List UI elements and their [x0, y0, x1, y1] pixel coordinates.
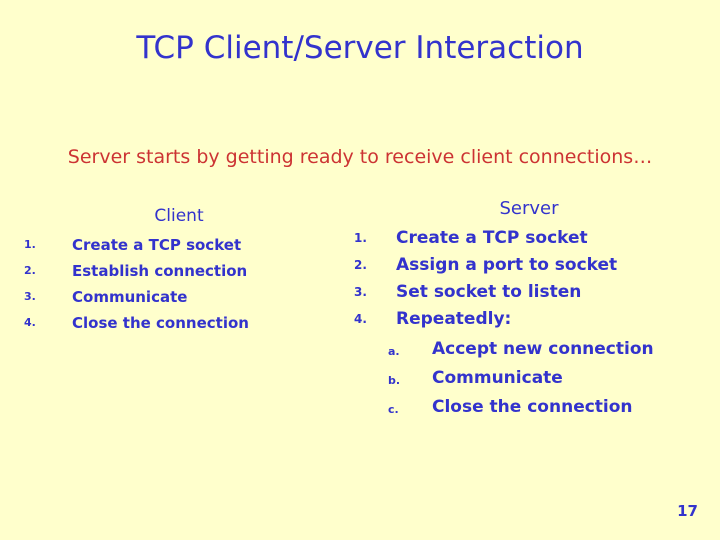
client-column: Client 1. Create a TCP socket 2. Establi… — [14, 206, 344, 336]
server-substep-wrapper: a. Accept new connection b. Communicate … — [382, 335, 714, 422]
list-item-label: Close the connection — [72, 314, 249, 332]
server-substep-list: a. Accept new connection b. Communicate … — [382, 335, 714, 422]
list-item-label: Repeatedly: — [396, 309, 512, 329]
list-item: a. Accept new connection — [382, 335, 714, 364]
list-item-number: 2. — [354, 258, 367, 272]
list-item-number: 4. — [24, 316, 36, 329]
list-item-number: 1. — [354, 231, 367, 245]
server-step-list: 1. Create a TCP socket 2. Assign a port … — [344, 225, 714, 333]
server-heading: Server — [499, 198, 559, 219]
list-item: 3. Set socket to listen — [344, 279, 714, 306]
list-item-number: 4. — [354, 312, 367, 326]
list-item: 4. Repeatedly: — [344, 306, 714, 333]
list-item: 2. Establish connection — [14, 258, 344, 284]
list-item-label: Create a TCP socket — [72, 236, 242, 254]
list-item-number: 1. — [24, 238, 36, 251]
page-number: 17 — [677, 502, 698, 520]
list-item-number: c. — [388, 403, 399, 416]
list-item-number: 3. — [24, 290, 36, 303]
server-column: Server 1. Create a TCP socket 2. Assign … — [344, 198, 714, 422]
client-heading: Client — [154, 206, 204, 226]
list-item-label: Establish connection — [72, 262, 248, 280]
page-title: TCP Client/Server Interaction — [136, 30, 584, 66]
list-item: 3. Communicate — [14, 284, 344, 310]
client-step-list: 1. Create a TCP socket 2. Establish conn… — [14, 232, 344, 336]
list-item-number: 2. — [24, 264, 36, 277]
list-item-label: Communicate — [432, 368, 563, 388]
list-item-label: Assign a port to socket — [396, 255, 618, 275]
list-item-label: Close the connection — [432, 397, 633, 417]
list-item-number: b. — [388, 374, 401, 387]
list-item: 2. Assign a port to socket — [344, 252, 714, 279]
list-item: 1. Create a TCP socket — [14, 232, 344, 258]
list-item-number: 3. — [354, 285, 367, 299]
slide-subtitle: Server starts by getting ready to receiv… — [67, 146, 653, 168]
list-item-label: Set socket to listen — [396, 282, 582, 302]
list-item: 4. Close the connection — [14, 310, 344, 336]
list-item: 1. Create a TCP socket — [344, 225, 714, 252]
list-item-label: Communicate — [72, 288, 188, 306]
list-item: c. Close the connection — [382, 393, 714, 422]
list-item: b. Communicate — [382, 364, 714, 393]
list-item-number: a. — [388, 345, 400, 358]
list-item-label: Create a TCP socket — [396, 228, 588, 248]
list-item-label: Accept new connection — [432, 339, 654, 359]
